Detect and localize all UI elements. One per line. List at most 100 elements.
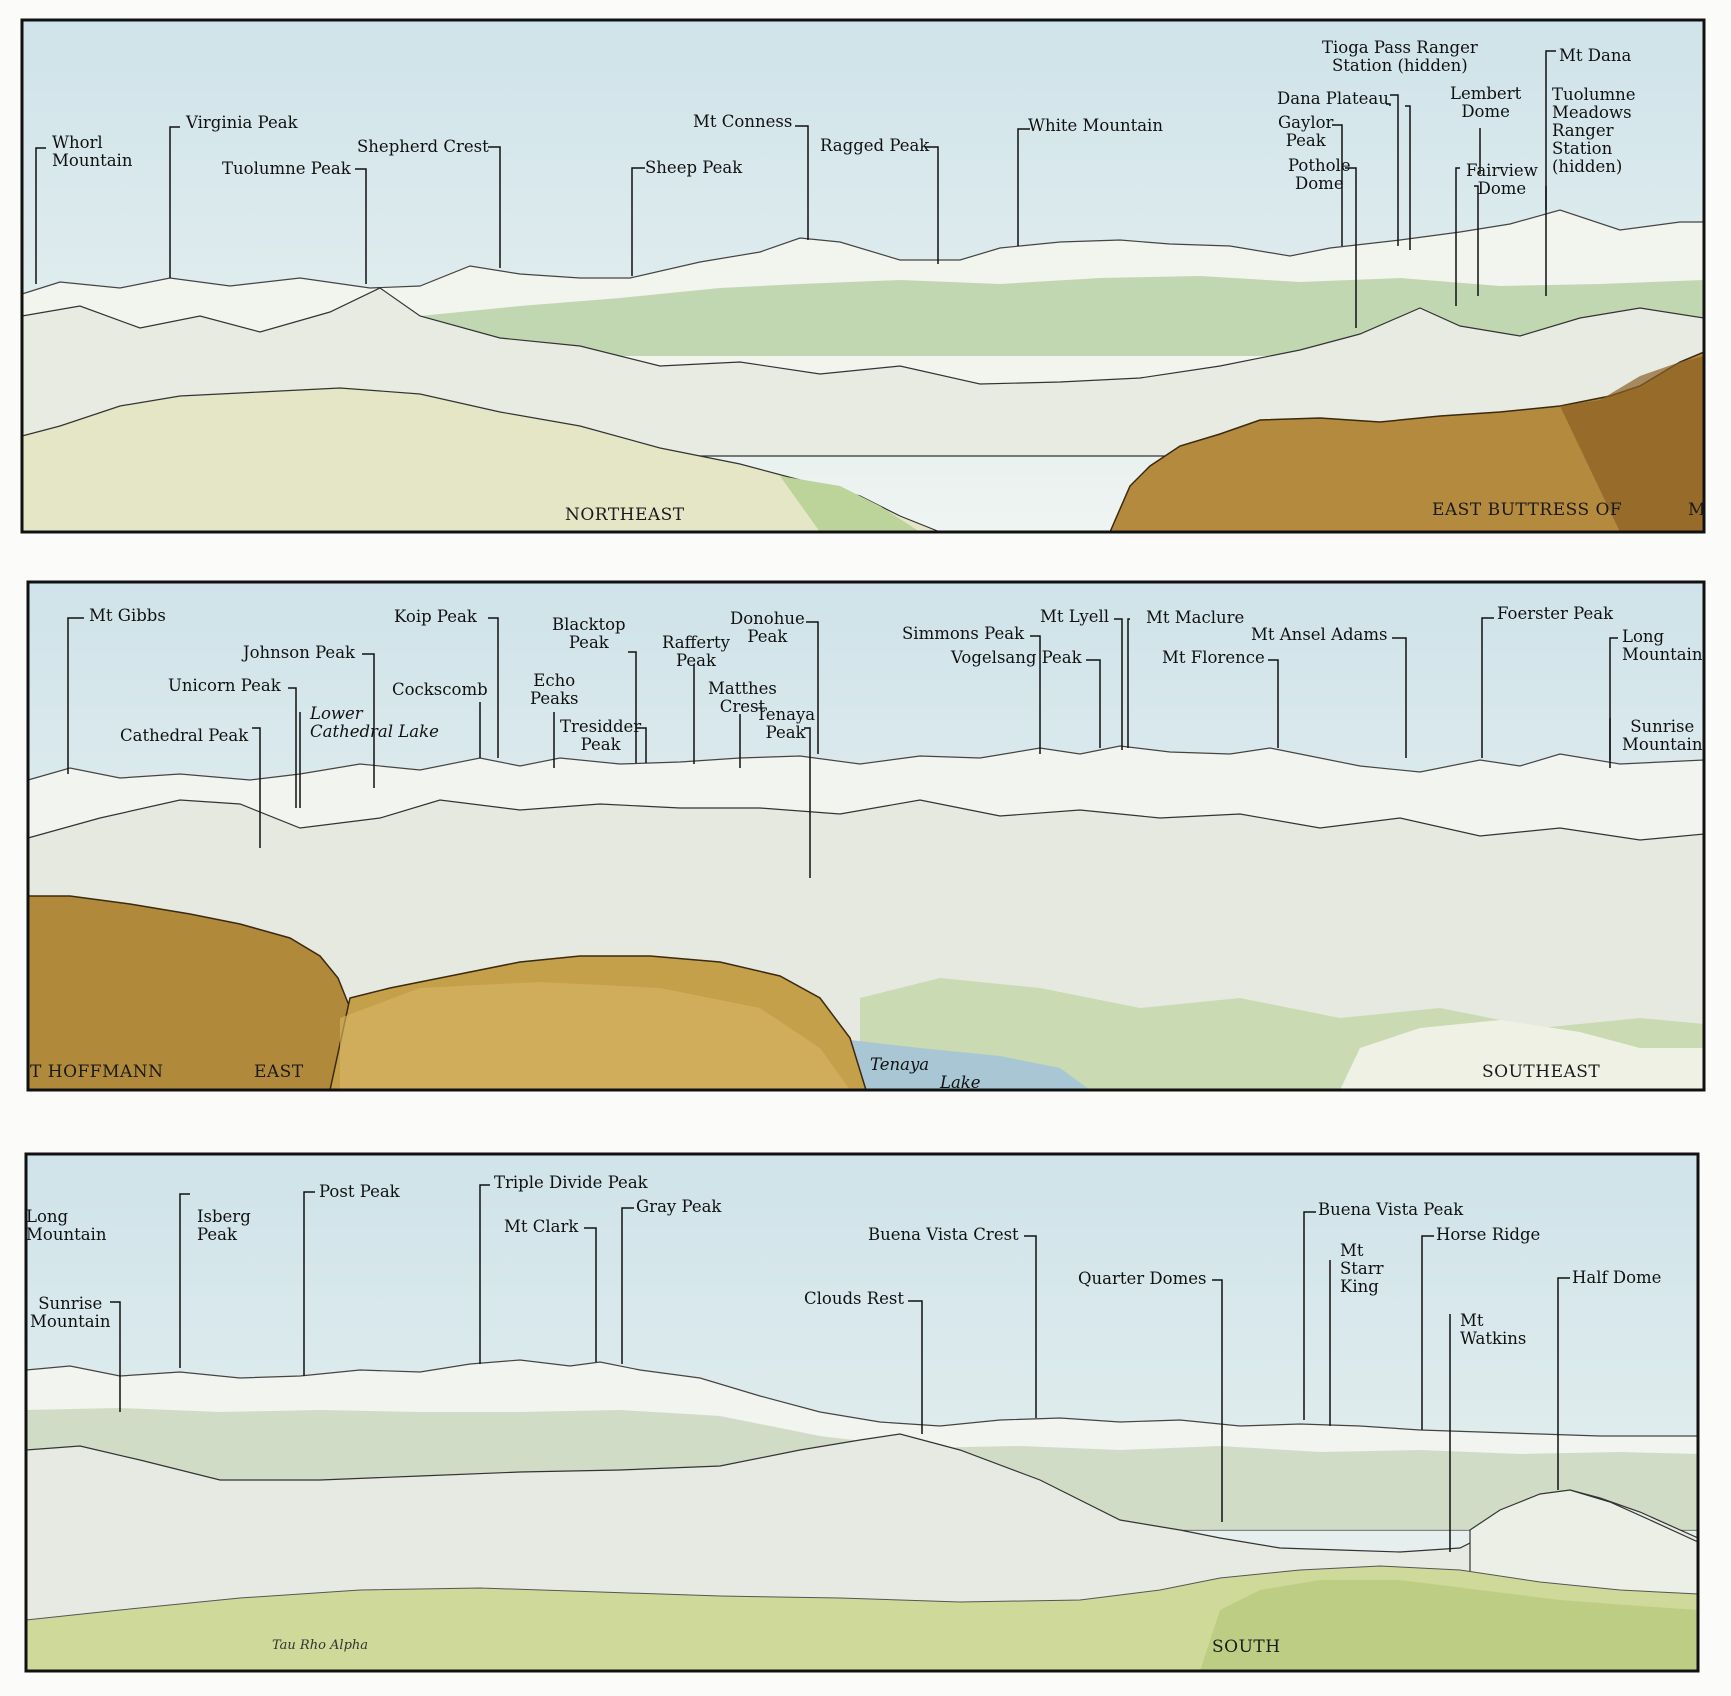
label-line: Quarter Domes: [1078, 1269, 1207, 1288]
label-line: Mt Ansel Adams: [1251, 625, 1388, 644]
leader-lines-east-southeast: [67, 617, 1618, 878]
label-line: Gray Peak: [636, 1197, 722, 1216]
label-line: Horse Ridge: [1436, 1225, 1541, 1244]
label-johnson-peak: Johnson Peak: [243, 644, 355, 662]
label-line: Crest: [719, 697, 766, 716]
label-line: Matthes: [708, 679, 777, 698]
label-line: Simmons Peak: [902, 624, 1025, 643]
label-mt-lyell: Mt Lyell: [1040, 608, 1109, 626]
label-line: Isberg: [197, 1207, 251, 1226]
label-line: Mt Gibbs: [89, 606, 166, 625]
artist-signature: Tau Rho Alpha: [272, 1638, 369, 1653]
label-line: Mt Maclure: [1146, 608, 1245, 627]
label-sheep-peak: Sheep Peak: [645, 159, 742, 177]
direction-label-east: EAST: [254, 1062, 304, 1082]
label-simmons-peak: Simmons Peak: [902, 625, 1024, 643]
label-line: Starr: [1340, 1259, 1384, 1278]
label-line: Mt: [1460, 1311, 1484, 1330]
label-line: Vogelsang Peak: [951, 648, 1082, 667]
direction-label-east-buttress: EAST BUTTRESS OF: [1432, 500, 1623, 520]
label-horse-ridge: Horse Ridge: [1436, 1226, 1540, 1244]
label-tuolumne-peak: Tuolumne Peak: [222, 160, 351, 178]
label-line: Mountain: [1622, 735, 1703, 754]
label-line: (hidden): [1552, 157, 1623, 176]
label-line: King: [1340, 1277, 1379, 1296]
label-mt-maclure: Mt Maclure: [1146, 609, 1244, 627]
label-line: Fairview: [1466, 161, 1538, 180]
label-line: Tioga Pass Ranger: [1322, 38, 1478, 57]
panorama-illustration-northeast: [20, 18, 1706, 534]
label-line: Peak: [765, 723, 806, 742]
label-line: Dome: [1461, 102, 1510, 121]
label-line: Buena Vista Crest: [868, 1225, 1019, 1244]
label-triple-divide-peak: Triple Divide Peak: [494, 1174, 648, 1192]
label-gray-peak: Gray Peak: [636, 1198, 721, 1216]
label-mt-ansel-adams: Mt Ansel Adams: [1251, 626, 1388, 644]
panorama-illustration-south: [24, 1152, 1700, 1673]
label-half-dome: Half Dome: [1572, 1269, 1661, 1287]
label-line: Tuolumne: [1552, 85, 1636, 104]
label-line: Rafferty: [662, 633, 730, 652]
direction-label-northeast: NORTHEAST: [565, 505, 685, 525]
label-line: Donohue: [730, 609, 805, 628]
label-post-peak: Post Peak: [319, 1183, 400, 1201]
label-line: Half Dome: [1572, 1268, 1662, 1287]
label-mt-conness: Mt Conness: [693, 113, 792, 131]
label-foerster-peak: Foerster Peak: [1497, 605, 1613, 623]
label-line: Buena Vista Peak: [1318, 1200, 1464, 1219]
leader-lines-south: [110, 1184, 1570, 1552]
label-buena-vista-crest: Buena Vista Crest: [868, 1226, 1019, 1244]
label-line: Meadows: [1552, 103, 1632, 122]
label-buena-vista-peak: Buena Vista Peak: [1318, 1201, 1463, 1219]
label-line: Peak: [568, 633, 609, 652]
label-virginia-peak: Virginia Peak: [186, 114, 298, 132]
label-line: White Mountain: [1028, 116, 1163, 135]
label-line: Post Peak: [319, 1182, 400, 1201]
label-line: Sunrise: [1630, 717, 1695, 736]
label-line: Dome: [1477, 179, 1527, 198]
label-line: Peaks: [530, 689, 579, 708]
label-line: Blacktop: [552, 615, 626, 634]
label-line: Ragged Peak: [820, 136, 930, 155]
label-clouds-rest: Clouds Rest: [804, 1290, 904, 1308]
label-line: Tenaya: [870, 1055, 930, 1074]
label-line: Mountain: [1622, 645, 1703, 664]
label-line: Mountain: [26, 1225, 107, 1244]
label-white-mountain: White Mountain: [1028, 117, 1163, 135]
label-mt-dana: Mt Dana: [1559, 47, 1631, 65]
label-vogelsang-peak: Vogelsang Peak: [951, 649, 1082, 667]
label-line: Peak: [1285, 131, 1326, 150]
label-line: Dome: [1295, 174, 1344, 193]
panorama-illustration-east-southeast: [26, 580, 1706, 1092]
leader-lines-northeast: [35, 50, 1556, 328]
label-line: Pothole: [1288, 156, 1351, 175]
label-line: Mountain: [30, 1312, 111, 1331]
label-line: Foerster Peak: [1497, 604, 1614, 623]
label-line: Whorl: [52, 133, 103, 152]
label-line: Triple Divide Peak: [494, 1173, 648, 1192]
label-line: Mt Lyell: [1040, 607, 1110, 626]
label-line: Shepherd Crest: [357, 137, 489, 156]
direction-label-hoffmann: T HOFFMANN: [30, 1062, 164, 1082]
label-dana-plateau: Dana Plateau: [1277, 90, 1389, 108]
direction-label-east-buttress-cut: M: [1688, 500, 1706, 520]
label-line: Virginia Peak: [186, 113, 298, 132]
label-line: Clouds Rest: [804, 1289, 905, 1308]
label-unicorn-peak: Unicorn Peak: [168, 677, 281, 695]
